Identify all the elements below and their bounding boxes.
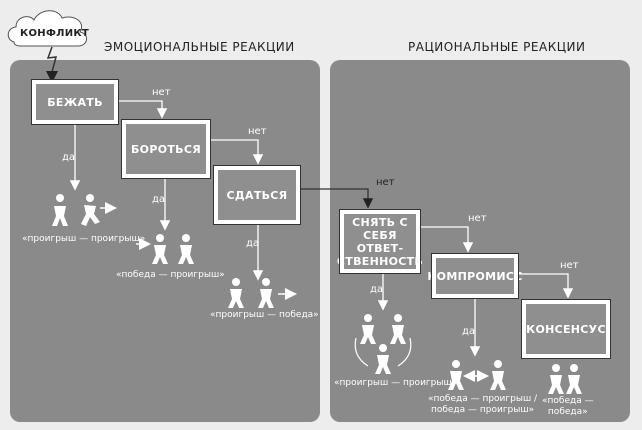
responsibility-line-2: ОТВЕТ- — [356, 241, 404, 255]
outcome-consensus-line-1: «победа — — [542, 396, 594, 406]
no-label-2: нет — [248, 126, 267, 137]
yes-label-1: да — [62, 152, 76, 163]
outcome-consensus-line-2: победа» — [547, 407, 588, 417]
conflict-label: КОНФЛИКТ — [20, 28, 90, 39]
box-surrender: СДАТЬСЯ — [213, 165, 301, 225]
rational-title: РАЦИОНАЛЬНЫЕ РЕАКЦИИ — [408, 40, 586, 54]
figures-run — [52, 194, 117, 226]
yes-label-5: да — [462, 326, 476, 337]
lightning-icon — [46, 46, 58, 73]
yes-label-2: да — [152, 194, 166, 205]
figures-consensus — [548, 364, 582, 394]
box-consensus: КОНСЕНСУС — [521, 299, 611, 359]
outcome-compromise-line-2: победа — проигрыш» — [430, 405, 535, 415]
outcome-fight: «победа — проигрыш» — [116, 270, 225, 280]
outcome-run: «проигрыш — проигрыш» — [22, 234, 146, 244]
box-run: БЕЖАТЬ — [31, 79, 119, 125]
responsibility-line-3: СТВЕННОСТЬ — [336, 254, 424, 268]
outcome-responsibility: «проигрыш — проигрыш» — [334, 378, 458, 388]
no-label-1: нет — [152, 87, 171, 98]
emotional-title: ЭМОЦИОНАЛЬНЫЕ РЕАКЦИИ — [104, 40, 295, 54]
box-compromise: КОМПРОМИСС — [427, 253, 522, 299]
no-label-4: нет — [468, 213, 487, 224]
box-fight: БОРОТЬСЯ — [121, 119, 211, 179]
yes-label-3: да — [246, 238, 260, 249]
responsibility-line-1: СНЯТЬ С СЕБЯ — [352, 215, 408, 242]
conflict-cloud — [7, 10, 87, 47]
outcome-surrender: «проигрыш — победа» — [210, 310, 319, 320]
yes-label-4: да — [370, 284, 384, 295]
no-label-3: нет — [376, 177, 395, 188]
outcome-compromise: «победа — проигрыш / победа — проигрыш» — [428, 394, 537, 416]
figures-surrender — [228, 278, 297, 308]
box-responsibility: СНЯТЬ С СЕБЯ ОТВЕТ- СТВЕННОСТЬ — [336, 209, 424, 274]
figures-fight — [136, 234, 194, 264]
outcome-consensus: «победа — победа» — [542, 396, 594, 418]
outcome-compromise-line-1: «победа — проигрыш / — [428, 394, 538, 404]
figures-responsibility — [354, 314, 412, 374]
figures-compromise — [448, 360, 506, 390]
no-label-5: нет — [560, 260, 579, 271]
